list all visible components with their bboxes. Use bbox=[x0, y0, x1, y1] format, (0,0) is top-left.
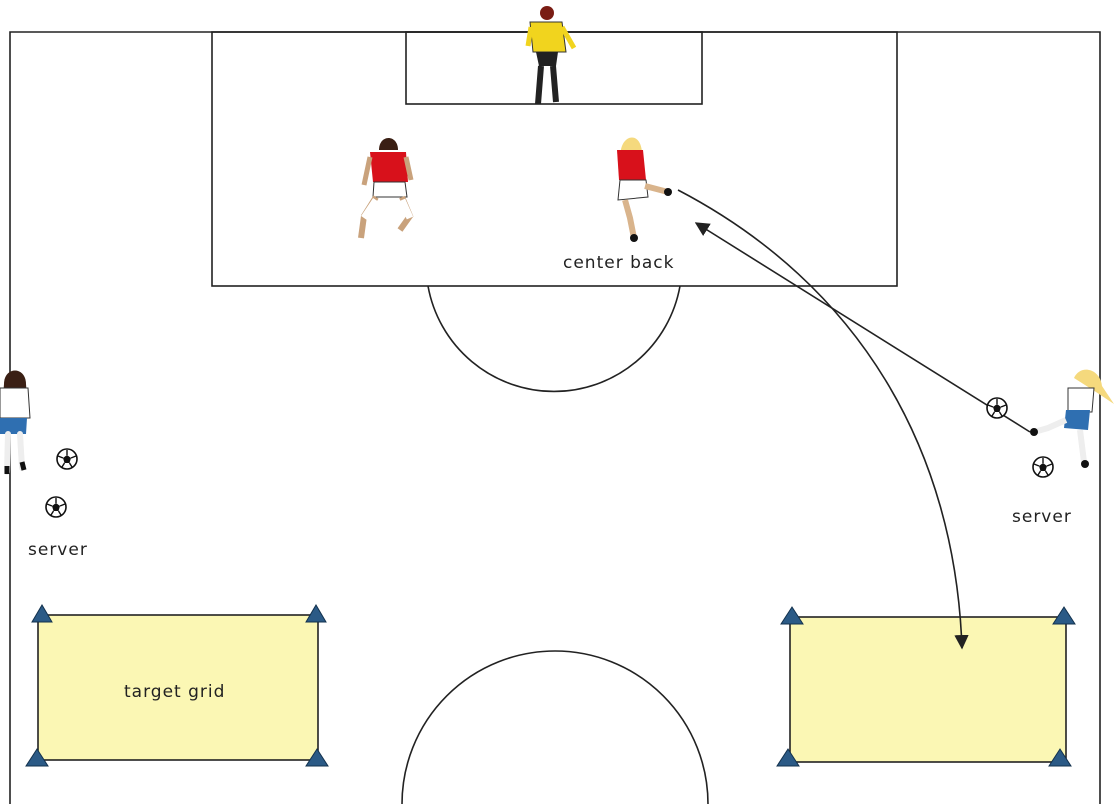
serve-arrow bbox=[694, 222, 1031, 433]
soccer-ball-icon bbox=[45, 496, 67, 518]
soccer-ball-icon bbox=[1032, 456, 1054, 478]
soccer-ball-icon bbox=[56, 448, 78, 470]
cone-icon bbox=[776, 748, 800, 767]
center-back-player-icon: center back bbox=[563, 137, 675, 273]
server-label-left: server bbox=[28, 540, 88, 560]
target-grid-left: target grid bbox=[25, 604, 329, 767]
cone-icon bbox=[25, 748, 49, 767]
server-label-right: server bbox=[1012, 507, 1072, 527]
cone-icon bbox=[780, 606, 804, 625]
center-circle bbox=[401, 650, 709, 804]
cone-icon bbox=[1052, 606, 1076, 625]
cone-icon bbox=[31, 604, 53, 623]
server-player-right: server bbox=[986, 369, 1114, 527]
center-back-label: center back bbox=[563, 253, 675, 273]
clearance-arrow bbox=[677, 189, 969, 650]
target-grid-right bbox=[776, 606, 1076, 767]
goalkeeper-icon bbox=[525, 6, 577, 105]
defender-icon bbox=[358, 138, 414, 239]
penalty-arc bbox=[427, 285, 681, 393]
cone-icon bbox=[1048, 748, 1072, 767]
cone-icon bbox=[305, 748, 329, 767]
server-player-left: server bbox=[0, 370, 88, 560]
cone-icon bbox=[305, 604, 327, 623]
soccer-ball-icon bbox=[986, 397, 1008, 419]
target-grid-label: target grid bbox=[124, 682, 225, 702]
